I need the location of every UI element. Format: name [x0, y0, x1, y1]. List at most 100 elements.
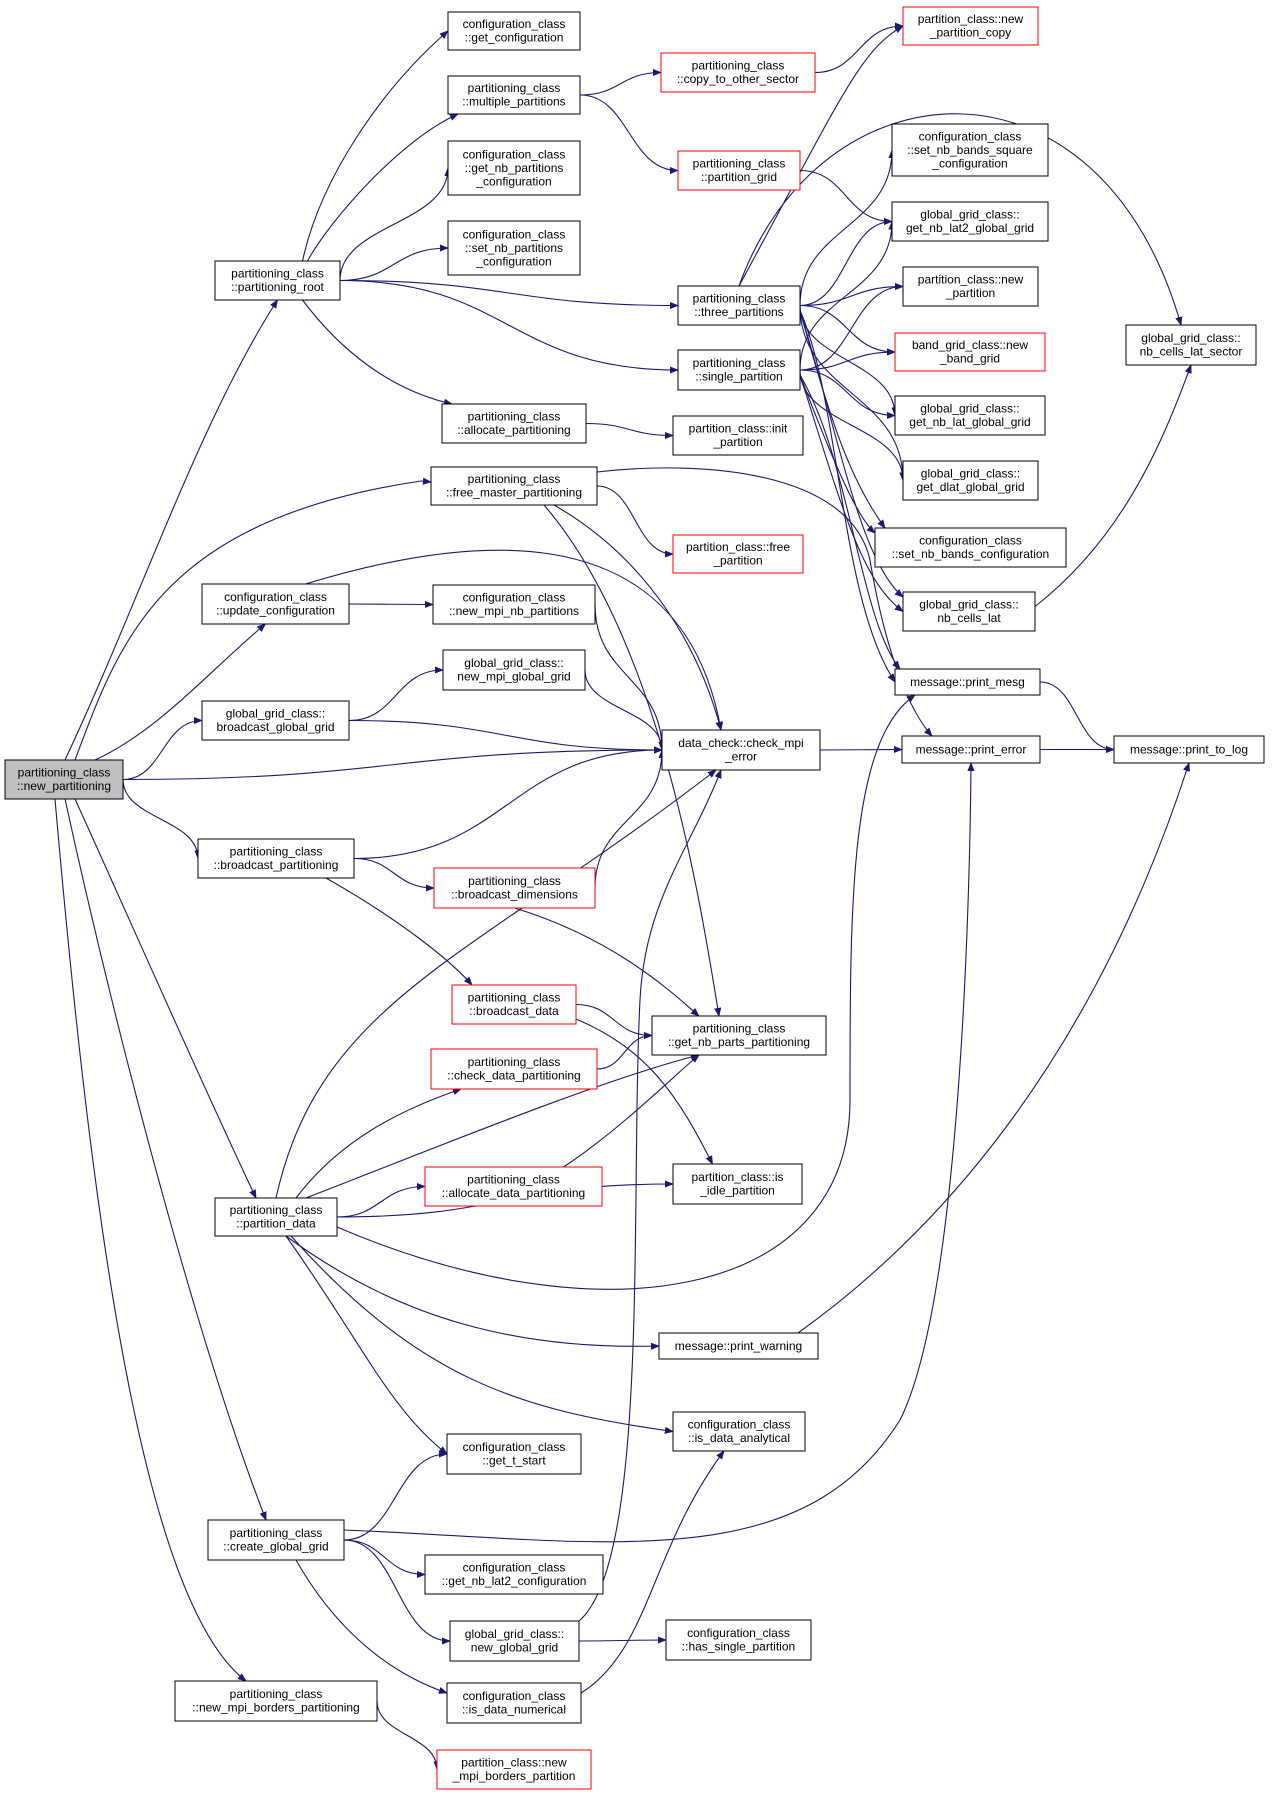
node-n20[interactable]: global_grid_class::get_nb_lat2_global_gr…	[891, 201, 1049, 242]
node-root[interactable]: partitioning_class::new_partitioning	[4, 759, 124, 800]
node-n15[interactable]: partitioning_class::single_partition	[677, 349, 801, 391]
node-n26[interactable]: global_grid_class::get_dlat_global_grid	[902, 460, 1039, 501]
node-n3[interactable]: configuration_class::update_configuratio…	[201, 583, 350, 625]
node-box	[1125, 324, 1257, 366]
node-n7[interactable]: partitioning_class::partition_data	[214, 1197, 338, 1237]
node-label: partitioning_class	[693, 1022, 786, 1036]
edge-n1-n12	[339, 167, 452, 281]
node-n41[interactable]: partition_class::is_idle_partition	[672, 1163, 803, 1205]
node-label: new_mpi_global_grid	[457, 670, 570, 684]
node-box	[672, 1163, 803, 1205]
node-n10[interactable]: configuration_class::get_configuration	[447, 11, 581, 51]
node-label: ::get_nb_lat2_configuration	[442, 1574, 587, 1588]
node-label: configuration_class	[919, 534, 1022, 548]
node-n22[interactable]: global_grid_class::nb_cells_lat_sector	[1125, 324, 1257, 366]
node-n1[interactable]: partitioning_class::partitioning_root	[214, 260, 341, 301]
edge-n17-n19	[814, 22, 904, 74]
node-label: global_grid_class::	[920, 402, 1019, 416]
node-n23[interactable]: partition_class::new_partition	[902, 266, 1039, 307]
node-box	[201, 700, 350, 741]
edge-n6-n36	[353, 857, 435, 892]
node-label: partitioning_class	[468, 81, 561, 95]
node-n42[interactable]: message::print_warning	[658, 1332, 819, 1360]
edge-n15-n28	[799, 374, 904, 613]
node-box	[432, 584, 596, 625]
node-n6[interactable]: partitioning_class::broadcast_partitioni…	[197, 838, 355, 879]
node-n11[interactable]: partitioning_class::multiple_partitions	[447, 75, 581, 115]
edge-n36-n38	[514, 907, 700, 1017]
edge-layer	[54, 22, 1192, 1771]
node-n31[interactable]: partition_class::free_partition	[672, 534, 804, 574]
edge-n48-n43	[580, 1450, 725, 1694]
node-n40[interactable]: partitioning_class::allocate_data_partit…	[424, 1166, 603, 1207]
edge-n8-n32	[343, 762, 975, 1543]
node-n2[interactable]: partitioning_class::free_master_partitio…	[430, 466, 598, 506]
node-n9[interactable]: partitioning_class::new_mpi_borders_part…	[174, 1680, 378, 1722]
node-box	[672, 415, 804, 456]
node-n46[interactable]: global_grid_class::new_global_grid	[449, 1620, 580, 1662]
edge-n1-n13	[339, 244, 449, 282]
node-label: partitioning_class	[467, 1173, 560, 1187]
node-label: ::check_data_partitioning	[447, 1069, 580, 1083]
node-label: ::allocate_partitioning	[457, 423, 570, 437]
node-box	[1113, 735, 1265, 764]
node-n24[interactable]: band_grid_class::new_band_grid	[894, 332, 1046, 372]
node-n45[interactable]: configuration_class::get_nb_lat2_configu…	[424, 1554, 604, 1595]
node-n18[interactable]: partitioning_class::partition_grid	[677, 150, 801, 191]
node-n47[interactable]: configuration_class::has_single_partitio…	[665, 1619, 812, 1661]
node-n13[interactable]: configuration_class::set_nb_partitions_c…	[447, 220, 581, 276]
node-n16[interactable]: partitioning_class::allocate_partitionin…	[441, 403, 587, 444]
node-box	[424, 1166, 603, 1207]
edge-n8-n45	[343, 1539, 426, 1579]
node-label: partitioning_class	[468, 991, 561, 1005]
node-label: ::create_global_grid	[223, 1540, 328, 1554]
edge-n0-n5	[122, 746, 663, 781]
edge-n14-n23	[799, 282, 904, 307]
node-n43[interactable]: configuration_class::is_data_analytical	[672, 1411, 806, 1452]
node-label: configuration_class	[224, 590, 327, 604]
node-n44[interactable]: configuration_class::get_t_start	[446, 1433, 582, 1475]
node-box	[430, 466, 598, 506]
edge-n34-n5	[594, 604, 666, 751]
node-n36[interactable]: partitioning_class::broadcast_dimensions	[433, 867, 596, 909]
node-n25[interactable]: global_grid_class::get_nb_lat_global_gri…	[894, 395, 1046, 436]
node-n17[interactable]: partitioning_class::copy_to_other_sector	[660, 52, 816, 93]
node-box	[424, 1554, 604, 1595]
edge-n3-n34	[348, 600, 434, 609]
node-n34[interactable]: configuration_class::new_mpi_nb_partitio…	[432, 584, 596, 625]
node-label: message::print_to_log	[1130, 742, 1248, 756]
node-n37[interactable]: partitioning_class::broadcast_data	[451, 984, 577, 1025]
node-n21[interactable]: configuration_class::set_nb_bands_square…	[891, 123, 1049, 177]
node-n19[interactable]: partition_class::new_partition_copy	[902, 6, 1039, 46]
node-n32[interactable]: message::print_error	[901, 735, 1041, 764]
node-box	[174, 1680, 378, 1722]
node-label: ::new_mpi_borders_partitioning	[192, 1701, 359, 1715]
node-label: configuration_class	[463, 1440, 566, 1454]
edge-n7-n29	[336, 694, 916, 1290]
node-label: partitioning_class	[231, 267, 324, 281]
node-box	[441, 403, 587, 444]
node-n49[interactable]: partition_class::new_mpi_borders_partiti…	[436, 1749, 592, 1790]
node-n38[interactable]: partitioning_class::get_nb_parts_partiti…	[651, 1015, 827, 1056]
node-n4[interactable]: global_grid_class::broadcast_global_grid	[201, 700, 350, 741]
node-n8[interactable]: partitioning_class::create_global_grid	[207, 1519, 345, 1561]
node-label: new_global_grid	[471, 1641, 558, 1655]
edge-n2-n5	[553, 504, 723, 731]
node-label: configuration_class	[463, 591, 566, 605]
node-n35[interactable]: global_grid_class::new_mpi_global_grid	[442, 649, 586, 691]
node-n12[interactable]: configuration_class::get_nb_partitions_c…	[447, 140, 581, 196]
node-n33[interactable]: message::print_to_log	[1113, 735, 1265, 764]
node-box	[902, 6, 1039, 46]
node-n30[interactable]: partition_class::init_partition	[672, 415, 804, 456]
node-n48[interactable]: configuration_class::is_data_numerical	[446, 1682, 582, 1724]
edge-n7-n43	[290, 1235, 674, 1434]
node-n39[interactable]: partitioning_class::check_data_partition…	[430, 1048, 598, 1090]
edge-n15-n23	[799, 282, 904, 371]
node-n5[interactable]: data_check::check_mpi_error	[661, 729, 821, 771]
edge-n16-n30	[585, 422, 674, 440]
node-n28[interactable]: global_grid_class::nb_cells_lat	[902, 591, 1036, 632]
node-n27[interactable]: configuration_class::set_nb_bands_config…	[874, 527, 1067, 568]
node-n14[interactable]: partitioning_class::three_partitions	[677, 285, 801, 326]
node-n29[interactable]: message::print_mesg	[894, 668, 1041, 696]
node-box	[677, 150, 801, 191]
